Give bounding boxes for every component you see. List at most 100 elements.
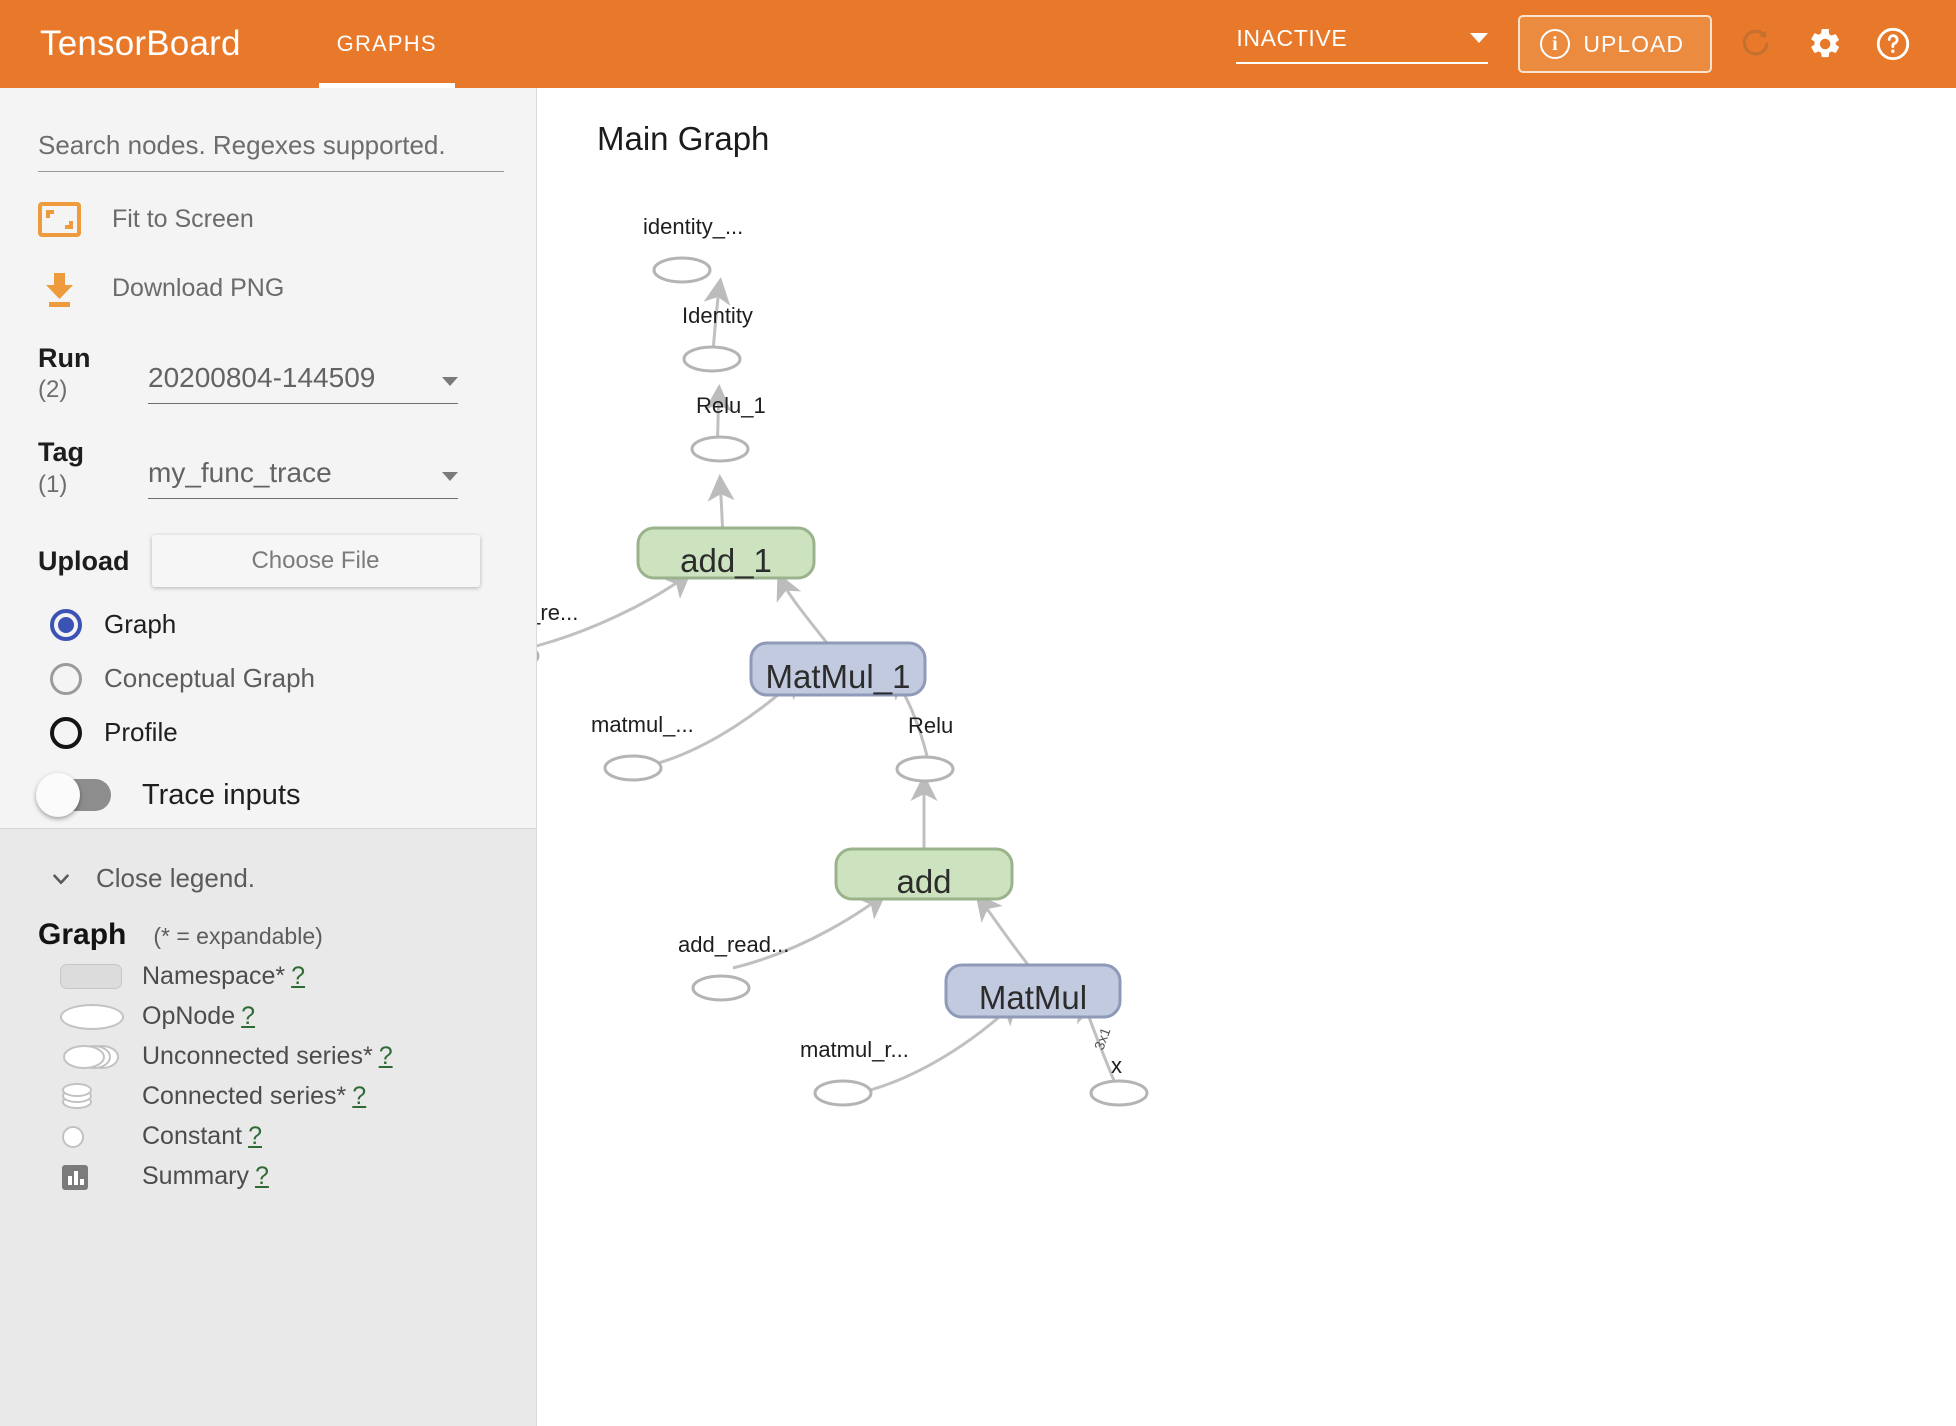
close-legend-label: Close legend. [96, 863, 255, 893]
node-identity_out[interactable]: identity_... [643, 214, 743, 284]
search-input[interactable] [38, 126, 504, 172]
close-legend-button[interactable]: Close legend. [38, 863, 498, 894]
edge-add_1_read-to-add_1 [537, 571, 692, 648]
run-select[interactable]: 20200804-144509 [148, 344, 458, 405]
fit-to-screen-label: Fit to Screen [112, 205, 254, 233]
gear-icon[interactable] [1802, 21, 1848, 67]
radio-profile-indicator [50, 716, 82, 749]
graph-edges: 3x1 [537, 277, 1119, 1096]
help-link[interactable]: ? [352, 1082, 367, 1110]
radio-conceptual-graph[interactable]: Conceptual Graph [50, 662, 498, 695]
info-icon: i [1540, 29, 1571, 59]
node-label: matmul_r... [800, 1037, 909, 1062]
refresh-icon[interactable] [1734, 21, 1780, 67]
node-label: add_read... [678, 932, 789, 957]
connected-series-icon [38, 1082, 142, 1112]
legend-item-label: OpNode? [142, 1002, 256, 1030]
node-label: matmul_... [591, 712, 694, 737]
radio-profile[interactable]: Profile [50, 716, 498, 749]
radio-graph-indicator [50, 608, 82, 641]
unconnected-series-icon [38, 1043, 142, 1071]
legend-item-summary: Summary? [38, 1161, 498, 1192]
constant-icon [38, 1122, 142, 1152]
radio-profile-label: Profile [104, 717, 178, 748]
legend-item-opnode: OpNode? [38, 1001, 498, 1032]
graph-canvas[interactable]: Main Graph 3x1 identity_... [537, 88, 1956, 1426]
node-matmul_read_1[interactable]: matmul_... [591, 712, 694, 782]
radio-graph[interactable]: Graph [50, 608, 498, 641]
run-status-select[interactable]: INACTIVE [1236, 24, 1489, 64]
run-status-value: INACTIVE [1236, 24, 1348, 51]
download-png-button[interactable]: Download PNG [38, 267, 498, 310]
toggle-trace-inputs-label: Trace inputs [142, 778, 301, 811]
header-actions: INACTIVE i UPLOAD [1236, 15, 1956, 73]
graph-svg[interactable]: 3x1 identity_... Identity Relu_1 add_1 a… [537, 88, 1956, 1426]
edge-matmul_1-to-add_1 [776, 572, 829, 644]
toggle-trace-inputs[interactable]: Trace inputs [36, 773, 498, 818]
edge-matmul-to-add [975, 893, 1031, 967]
node-label: x [1111, 1053, 1122, 1078]
node-add[interactable]: add [834, 847, 1014, 901]
legend-header: Graph (* = expandable) [38, 918, 498, 952]
tab-graphs-label: GRAPHS [336, 31, 437, 56]
node-matmul_read[interactable]: matmul_r... [800, 1037, 909, 1107]
run-select-value: 20200804-144509 [148, 362, 376, 394]
node-label: Relu_1 [696, 393, 766, 418]
node-label: MatMul [979, 979, 1087, 1016]
upload-label: Upload [38, 545, 130, 576]
opnode-icon [38, 1003, 142, 1030]
legend-item-constant: Constant? [38, 1121, 498, 1152]
help-link[interactable]: ? [254, 1162, 269, 1190]
tag-select[interactable]: my_func_trace [148, 438, 458, 499]
help-circle-icon[interactable] [1870, 21, 1916, 67]
legend-item-label: Connected series*? [142, 1082, 367, 1110]
node-matmul_1[interactable]: MatMul_1 [749, 641, 927, 697]
upload-button[interactable]: i UPLOAD [1518, 15, 1712, 73]
node-label: add_1 [680, 542, 772, 579]
node-identity[interactable]: Identity [682, 303, 753, 373]
upload-field: Upload Choose File [38, 534, 498, 587]
help-link[interactable]: ? [248, 1122, 262, 1150]
legend-item-label: Unconnected series*? [142, 1042, 393, 1070]
run-label: Run [38, 343, 91, 373]
app-brand: TensorBoard [40, 24, 241, 63]
tag-field: Tag (1) my_func_trace [38, 437, 498, 499]
choose-file-button[interactable]: Choose File [151, 534, 480, 587]
tag-label: Tag [38, 437, 84, 468]
help-link[interactable]: ? [291, 962, 306, 990]
legend-item-label: Summary? [142, 1162, 269, 1190]
edge-add_read-to-add [732, 892, 887, 970]
tag-count: (1) [38, 470, 68, 498]
chevron-down-icon [442, 377, 458, 387]
upload-button-label: UPLOAD [1583, 30, 1684, 57]
help-link[interactable]: ? [378, 1042, 393, 1070]
legend-item-label: Constant? [142, 1122, 262, 1150]
tag-select-value: my_func_trace [148, 456, 332, 488]
node-label: Relu [908, 713, 953, 738]
node-x[interactable]: x [1089, 1053, 1149, 1107]
node-relu_1[interactable]: Relu_1 [690, 393, 766, 463]
chevron-down-icon [1470, 33, 1489, 43]
node-add_read[interactable]: add_read... [678, 932, 789, 1002]
app-header: TensorBoard GRAPHS INACTIVE i UPLOAD [0, 0, 1956, 88]
node-add_1[interactable]: add_1 [636, 526, 816, 580]
summary-icon [38, 1162, 142, 1192]
fit-to-screen-icon [38, 198, 81, 241]
node-add_1_read[interactable]: add_1_re... [537, 600, 578, 668]
legend-item-unconnected-series: Unconnected series*? [38, 1041, 498, 1072]
node-label: MatMul_1 [766, 658, 911, 695]
legend-item-namespace: Namespace*? [38, 961, 498, 992]
node-matmul[interactable]: MatMul [944, 963, 1122, 1019]
legend-panel: Close legend. Graph (* = expandable) Nam… [0, 828, 536, 1426]
tab-graphs[interactable]: GRAPHS [318, 0, 455, 88]
node-relu[interactable]: Relu [895, 713, 955, 783]
help-link[interactable]: ? [241, 1002, 256, 1030]
radio-conceptual-graph-indicator [50, 662, 82, 695]
tab-active-underline [318, 83, 455, 88]
node-label: add_1_re... [537, 600, 578, 625]
fit-to-screen-button[interactable]: Fit to Screen [38, 198, 498, 241]
namespace-icon [38, 964, 142, 989]
legend-title: Graph [38, 918, 127, 951]
page-title: Main Graph [597, 120, 770, 157]
chevron-down-icon [48, 866, 74, 892]
